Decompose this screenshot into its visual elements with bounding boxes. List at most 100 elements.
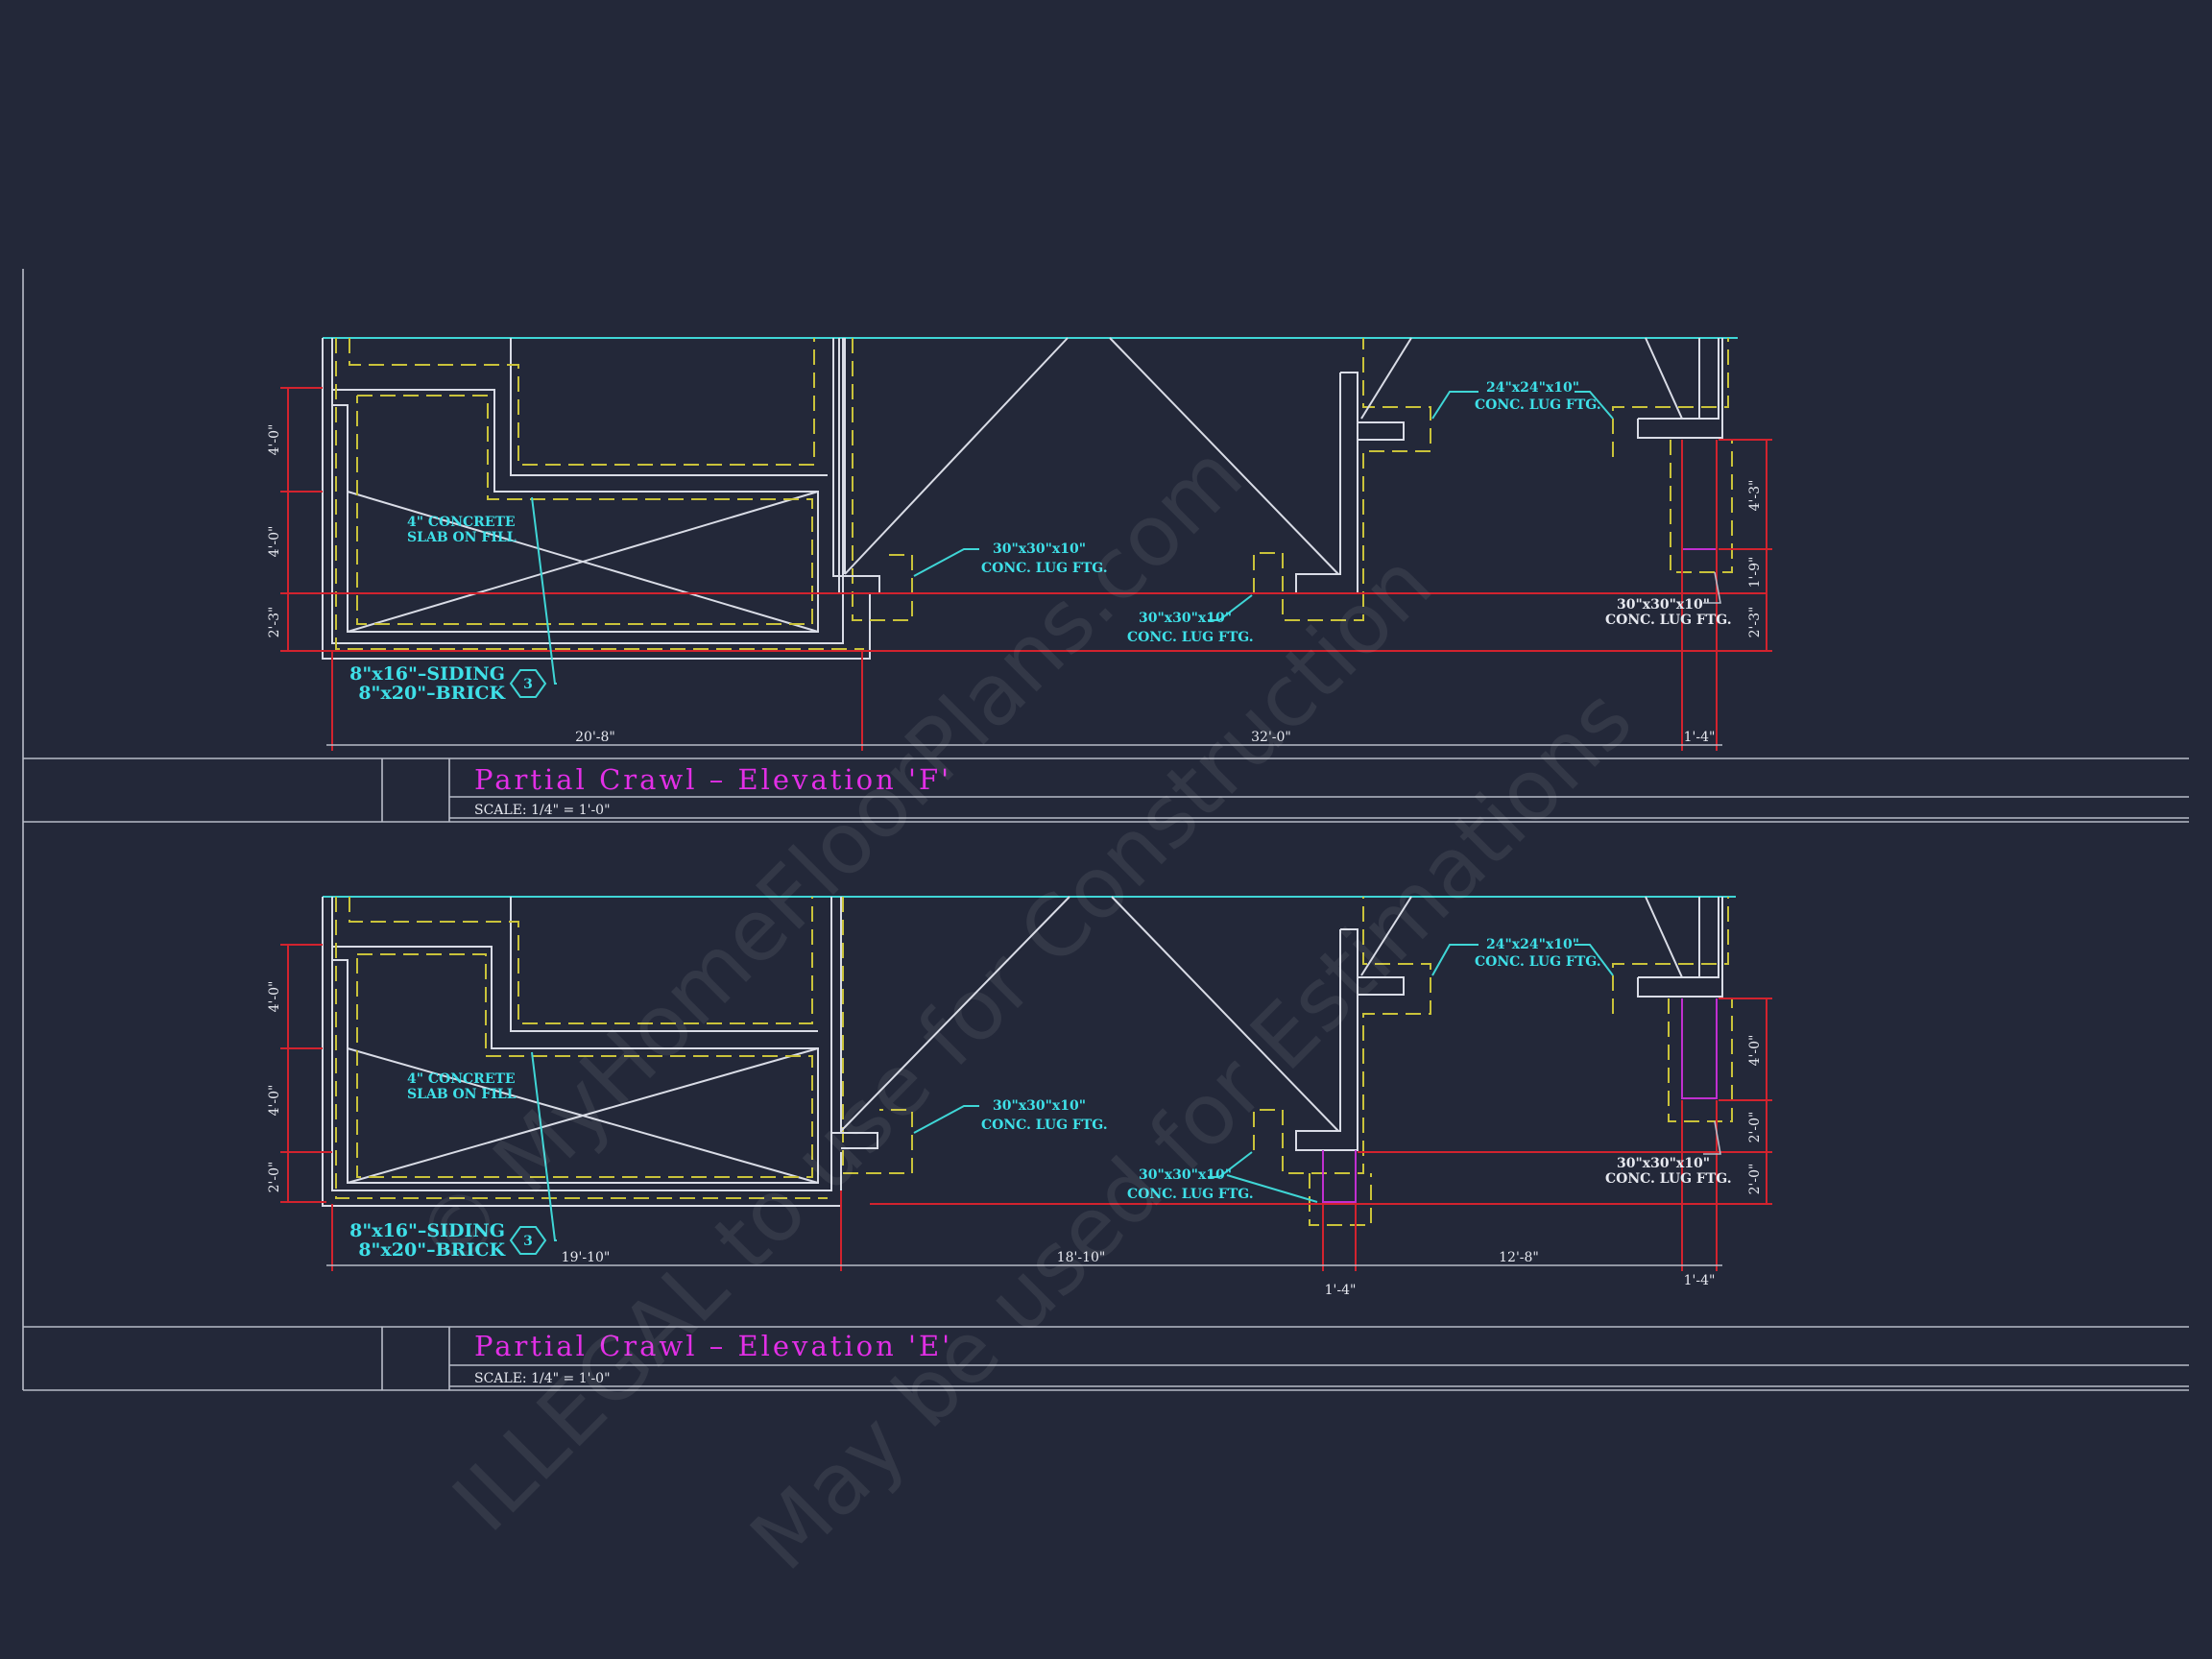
crawl-diagonal-2-e <box>1111 896 1339 1132</box>
leader-30-c-e <box>1703 1120 1721 1155</box>
dim-bottom-e-2: 18'-10" <box>1057 1250 1106 1265</box>
crawl-diagonal-1-f <box>844 337 1069 575</box>
leader-24-b-f <box>1575 391 1614 420</box>
crawl-right-ledge-e <box>1637 897 1723 998</box>
footing-24-l1-f: 24"x24"x10" <box>1486 380 1579 396</box>
elevation-e-drawing: 3 4" CONCRETE SLAB ON FILL 8"x16"–SIDING… <box>267 896 1772 1298</box>
crawl-wall-right-outer-f <box>1638 338 1719 420</box>
dim-left-f-3: 2'-3" <box>267 607 282 638</box>
crawl-ledge-f <box>1358 421 1405 441</box>
leader-30-c-f <box>1703 571 1721 604</box>
dim-left-e-3: 2'-0" <box>267 1162 282 1193</box>
footing-30-a-l2-f: CONC. LUG FTG. <box>981 561 1108 576</box>
leader-slab-f <box>531 496 557 685</box>
dim-right-e-2: 2'-0" <box>1747 1112 1763 1143</box>
footing-30-a-l1-e: 30"x30"x10" <box>993 1098 1086 1114</box>
footing-24-l2-e: CONC. LUG FTG. <box>1475 954 1601 970</box>
footing-hidden-e-3 <box>356 953 813 1178</box>
leader-30-a-f <box>913 548 979 577</box>
title-block-f: Partial Crawl – Elevation 'F' SCALE: 1/4… <box>23 757 2189 823</box>
footing-hidden-f-3 <box>356 395 813 625</box>
tag-hexagon-f <box>509 669 547 698</box>
crawl-ledge-e <box>1358 976 1405 996</box>
footing-30-c-l2-f: CONC. LUG FTG. <box>1605 613 1732 628</box>
crawl-wall-mid-f <box>1295 372 1358 594</box>
pier-mid-e <box>1322 1150 1357 1203</box>
slab-wall-outer-e <box>322 897 842 1207</box>
dim-left-f-1: 4'-0" <box>267 424 282 456</box>
slab-label-1-f: 4" CONCRETE <box>407 515 516 530</box>
slab-label-2-f: SLAB ON FILL <box>407 530 517 545</box>
tag-number-f: 3 <box>523 677 533 692</box>
footing-30-b-l1-f: 30"x30"x10" <box>1139 611 1232 626</box>
leader-30-a-e <box>913 1105 979 1134</box>
dim-bottom-e-3: 12'-8" <box>1499 1250 1539 1265</box>
dim-bottom-f-1: 20'-8" <box>575 730 615 745</box>
footing-hidden-e-5b <box>1309 1173 1372 1226</box>
crawl-diagonal-3-f <box>1360 337 1412 420</box>
footing-hidden-f-5 <box>1253 338 1431 621</box>
slab-step-e <box>332 946 819 1184</box>
footing-24-l2-f: CONC. LUG FTG. <box>1475 397 1601 413</box>
slab-x-2-f <box>347 491 819 633</box>
footing-30-a-l2-e: CONC. LUG FTG. <box>981 1118 1108 1133</box>
footing-hidden-e-2 <box>349 897 813 1024</box>
crawl-wall-right-outer-e <box>1638 897 1719 978</box>
footing-30-a-l1-f: 30"x30"x10" <box>993 541 1086 557</box>
dim-right-f-1: 4'-3" <box>1747 480 1763 512</box>
crawl-diagonal-3-e <box>1360 896 1412 976</box>
leader-24-a-e <box>1431 944 1479 976</box>
elevation-f-scale: SCALE: 1/4" = 1'-0" <box>474 803 611 818</box>
crawl-diagonal-1-e <box>840 896 1070 1132</box>
footing-hidden-f-1 <box>335 338 864 650</box>
leader-30-b-e <box>1208 1151 1253 1178</box>
brick-label-f: 8"x20"–BRICK <box>358 683 506 704</box>
elevation-f-drawing: 3 4" CONCRETE SLAB ON FILL 8"x16"–SIDING… <box>267 337 1772 751</box>
dim-bottom-e-1: 19'-10" <box>562 1250 611 1265</box>
leader-24-b-e <box>1575 944 1614 976</box>
footing-hidden-f-7 <box>1670 440 1733 573</box>
slab-x-2-e <box>347 1047 819 1184</box>
footing-hidden-f-6 <box>1612 338 1729 457</box>
dim-bottom-e-4: 1'-4" <box>1325 1283 1357 1298</box>
footing-30-c-l2-e: CONC. LUG FTG. <box>1605 1171 1732 1187</box>
slab-step-f <box>332 389 819 633</box>
dim-right-f-3: 2'-3" <box>1747 607 1763 638</box>
crawl-wall-left-f <box>832 338 880 594</box>
crawl-right-ledge-f <box>1637 338 1723 439</box>
leader-slab-e <box>531 1051 557 1241</box>
pier-f <box>1681 440 1718 550</box>
dim-right-f-2: 1'-9" <box>1747 557 1763 589</box>
elevation-e-title: Partial Crawl – Elevation 'E' <box>474 1330 952 1362</box>
tag-number-e: 3 <box>523 1234 533 1249</box>
footing-hidden-e-6 <box>1612 897 1729 1014</box>
slab-wall-inner-e <box>331 897 832 1191</box>
crawl-wall-mid-e <box>1295 928 1358 1151</box>
siding-label-e: 8"x16"–SIDING <box>349 1220 505 1241</box>
slab-label-1-e: 4" CONCRETE <box>407 1071 516 1087</box>
footing-30-c-l1-e: 30"x30"x10" <box>1617 1156 1710 1171</box>
leader-30-b-f <box>1208 594 1253 621</box>
footing-30-b-l2-e: CONC. LUG FTG. <box>1127 1187 1254 1202</box>
dim-left-e-1: 4'-0" <box>267 981 282 1013</box>
dim-right-e-3: 2'-0" <box>1747 1164 1763 1195</box>
slab-step-upper-f <box>510 338 828 476</box>
footing-hidden-e-5 <box>1253 897 1431 1174</box>
footing-30-c-l1-f: 30"x30"x10" <box>1617 597 1710 613</box>
footing-hidden-e-7 <box>1668 998 1733 1122</box>
footing-30-b-l1-e: 30"x30"x10" <box>1139 1167 1232 1183</box>
dim-left-f-2: 4'-0" <box>267 526 282 558</box>
pier-e <box>1681 998 1718 1099</box>
footing-hidden-f-2 <box>349 338 815 466</box>
dim-bottom-e-5: 1'-4" <box>1684 1273 1716 1288</box>
dim-bottom-f-3: 1'-4" <box>1684 730 1716 745</box>
dim-left-e-2: 4'-0" <box>267 1085 282 1117</box>
brick-label-e: 8"x20"–BRICK <box>358 1239 506 1261</box>
footing-hidden-e-4 <box>842 897 913 1174</box>
crawl-wall-right-e <box>1645 896 1700 978</box>
elevation-e-scale: SCALE: 1/4" = 1'-0" <box>474 1371 611 1386</box>
dim-right-e-1: 4'-0" <box>1747 1035 1763 1067</box>
leader-24-a-f <box>1431 391 1479 420</box>
slab-label-2-e: SLAB ON FILL <box>407 1087 517 1102</box>
